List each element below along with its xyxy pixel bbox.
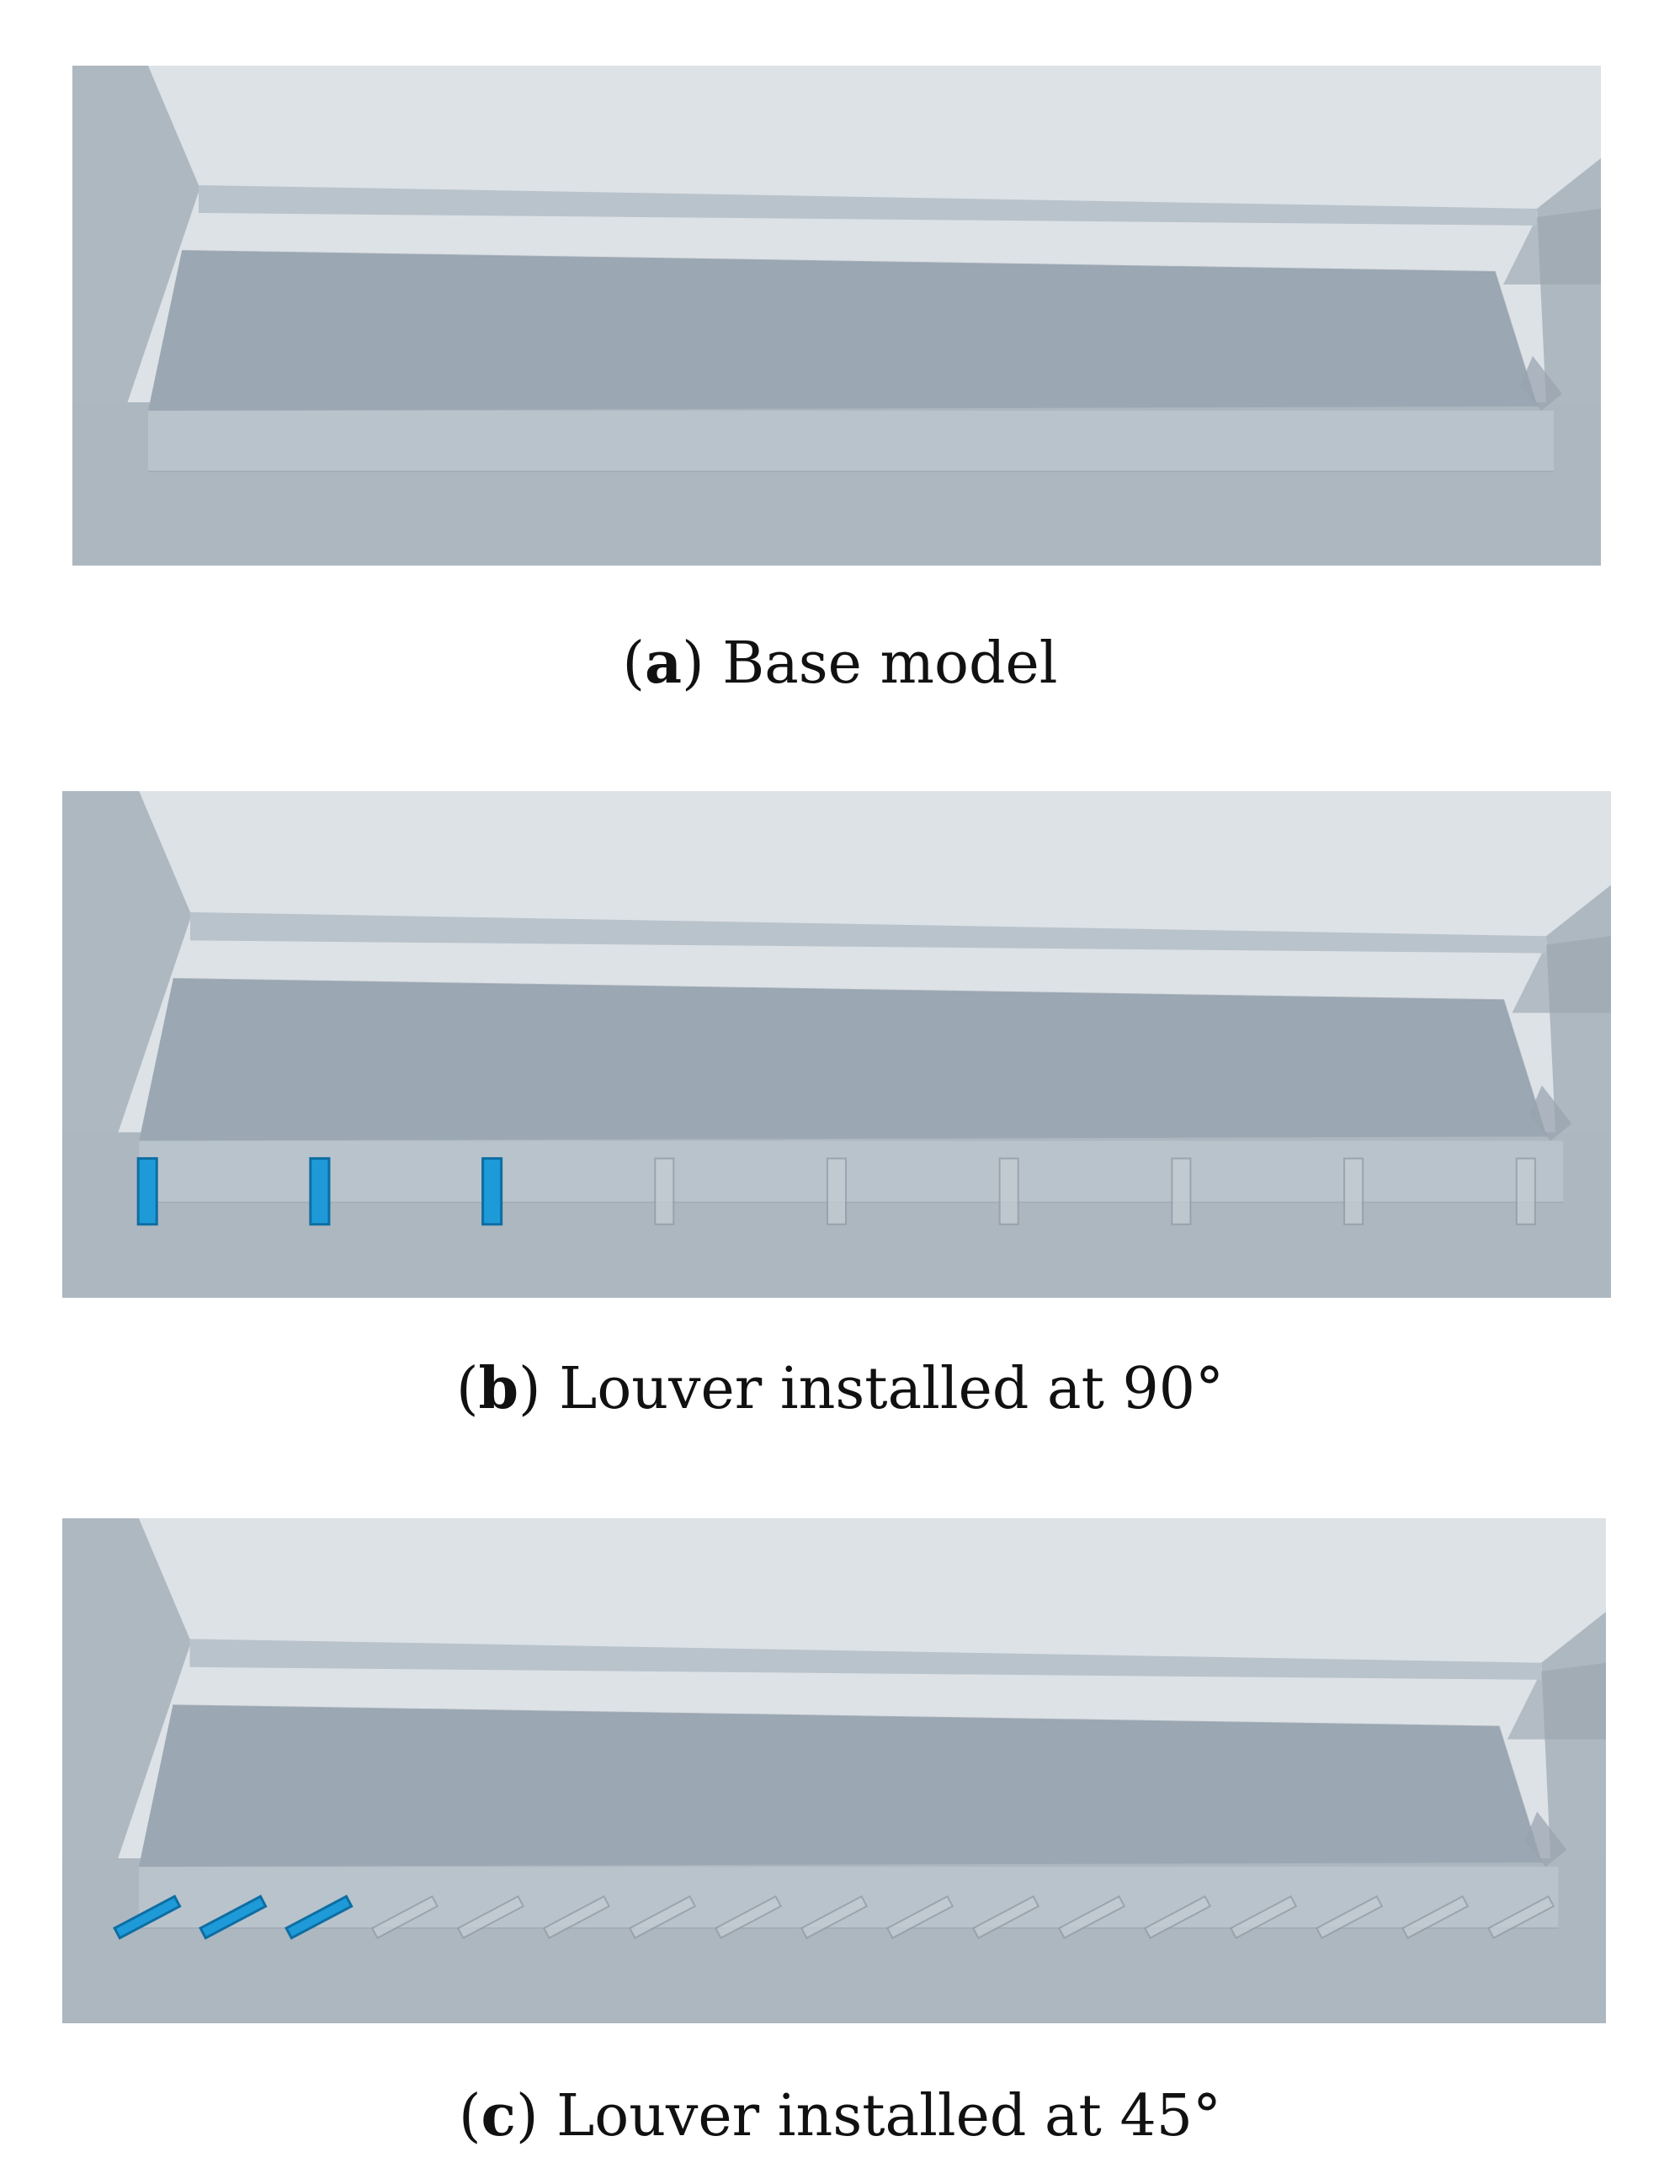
floor-outline — [173, 978, 1547, 1137]
back-ledge — [189, 1639, 1542, 1680]
louver-ghost — [628, 1894, 697, 1940]
louver-ghost — [456, 1894, 525, 1940]
right-post — [1524, 1811, 1567, 1868]
right-wall-shade — [1507, 1662, 1606, 1740]
right-post — [1520, 356, 1562, 411]
back-ledge — [190, 911, 1546, 954]
caption-b: (b) Louver installed at 90° — [455, 1355, 1225, 1422]
louver-ghost — [1515, 1157, 1536, 1225]
panel-a-base-model — [72, 66, 1601, 566]
louver-ghost — [1315, 1894, 1384, 1940]
front-channel — [148, 411, 1554, 471]
panel-a-scene — [72, 66, 1601, 566]
caption-c-letter: c — [481, 2082, 516, 2149]
floor-outline — [173, 1704, 1543, 1863]
louver-ghost — [826, 1157, 848, 1225]
louver-ghost — [971, 1894, 1040, 1940]
louver-ghost — [1143, 1894, 1212, 1940]
right-post — [1528, 1085, 1572, 1141]
louver-ghost — [714, 1894, 783, 1940]
louver-ghost — [1057, 1894, 1126, 1940]
floor-slab — [138, 1705, 1542, 1868]
panel-c-louver-45 — [62, 1518, 1606, 2023]
panel-c-louvers — [113, 1894, 1555, 1940]
caption-b-text: Louver installed at 90° — [540, 1356, 1225, 1422]
louver-ghost — [885, 1894, 954, 1940]
floor-slab — [139, 979, 1547, 1141]
louver-ghost — [654, 1157, 675, 1225]
caption-a-text: Base model — [704, 630, 1058, 697]
right-wall-shade — [1503, 209, 1601, 284]
louver-active — [113, 1894, 182, 1940]
louver-ghost — [1229, 1894, 1298, 1940]
louver-ghost — [1171, 1157, 1192, 1225]
louver-active — [309, 1156, 331, 1226]
louver-active — [199, 1894, 268, 1940]
caption-c-text: Louver installed at 45° — [538, 2083, 1221, 2149]
louver-ghost — [542, 1894, 611, 1940]
caption-a-letter: a — [645, 630, 683, 697]
louver-active — [136, 1156, 158, 1226]
louver-ghost — [998, 1157, 1019, 1225]
panel-b-louvers — [136, 1156, 1536, 1226]
louver-active — [481, 1156, 503, 1226]
louver-ghost — [1343, 1157, 1364, 1225]
caption-a: (a) Base model — [622, 630, 1058, 697]
louver-ghost — [800, 1894, 869, 1940]
louver-ghost — [370, 1894, 439, 1940]
panel-b-louver-90 — [62, 791, 1611, 1298]
louver-ghost — [1487, 1894, 1555, 1940]
panel-c-scene — [62, 1518, 1606, 2023]
back-ledge — [199, 185, 1537, 226]
right-wall-shade — [1512, 936, 1611, 1013]
caption-b-letter: b — [478, 1355, 519, 1422]
floor-slab — [148, 251, 1537, 411]
floor-outline — [181, 250, 1538, 407]
caption-c: (c) Louver installed at 45° — [459, 2082, 1221, 2149]
louver-ghost — [1401, 1894, 1470, 1940]
louver-active — [284, 1894, 354, 1940]
